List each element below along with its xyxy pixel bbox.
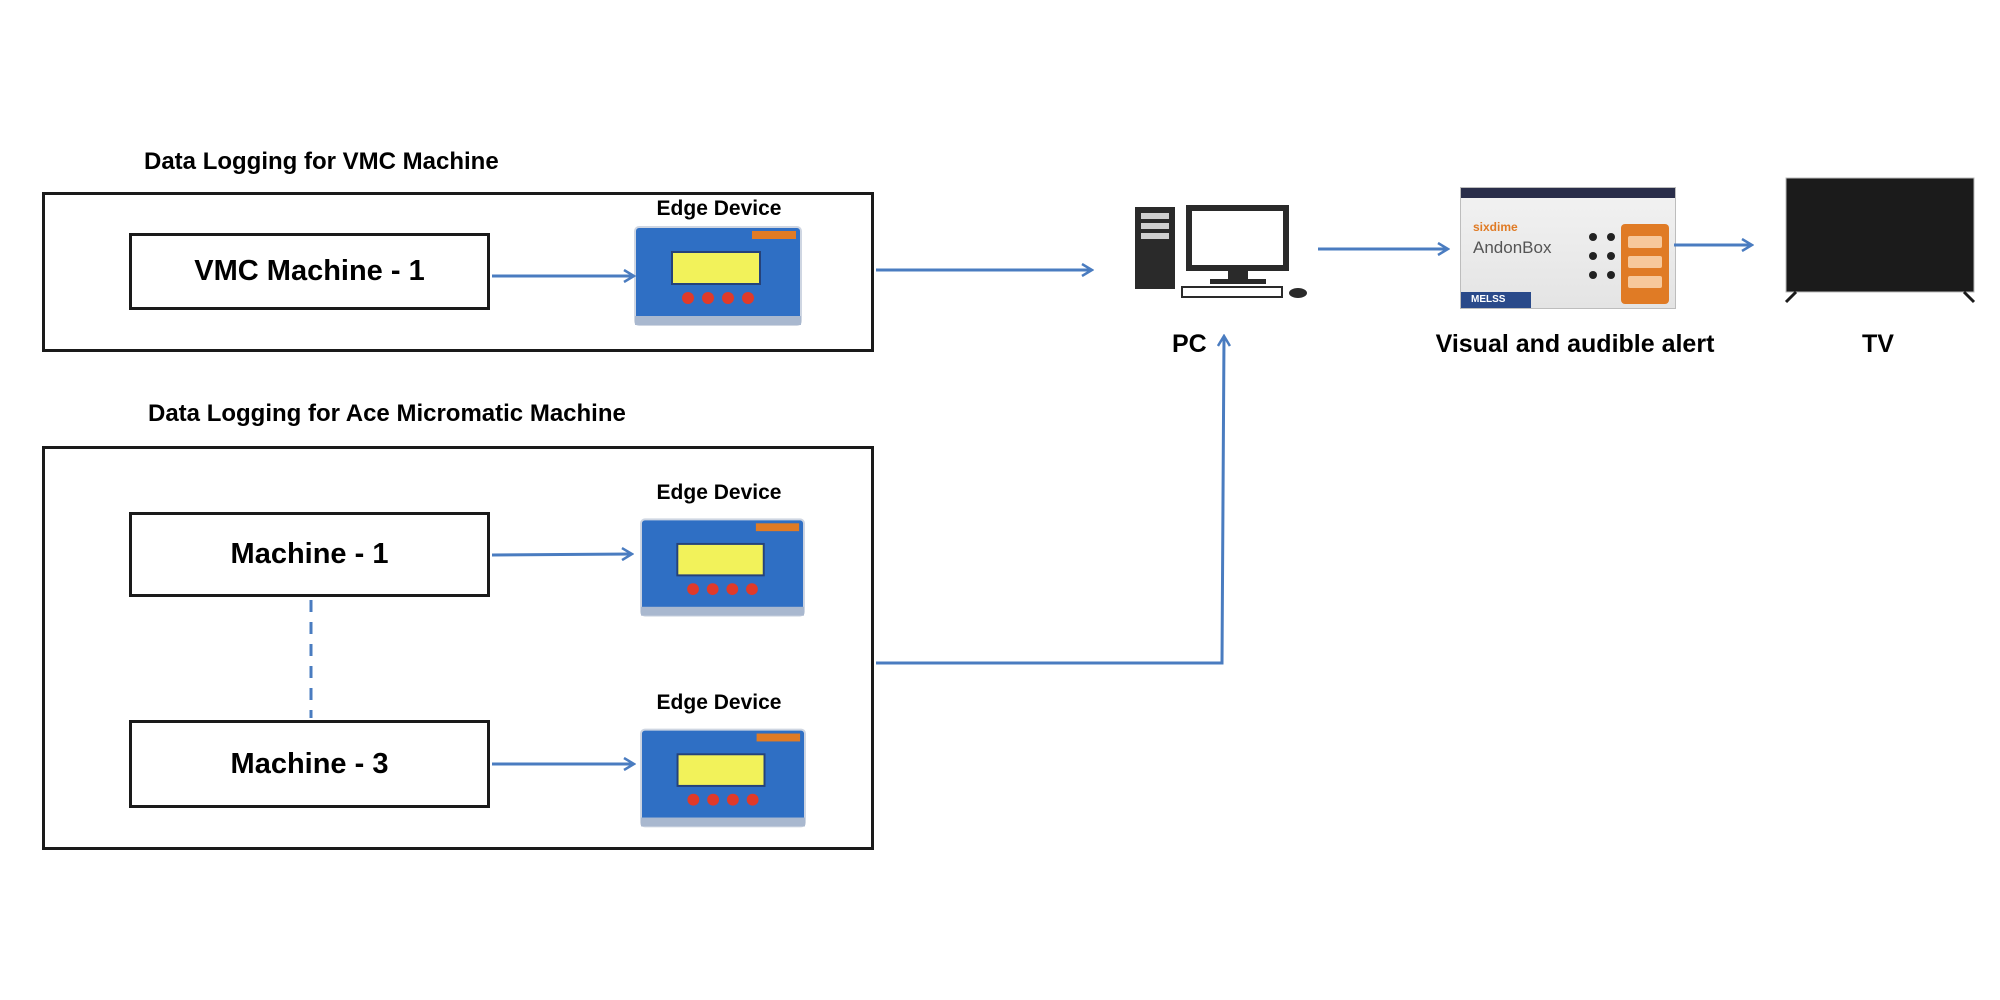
edge-device-label: Edge Device bbox=[656, 691, 782, 714]
pc-label: PC bbox=[1172, 330, 1207, 358]
machine-label: Machine - 3 bbox=[230, 747, 389, 780]
andon-footer: MELSS bbox=[1471, 294, 1506, 305]
andon-brand: sixdime bbox=[1473, 220, 1518, 234]
edge-device-icon bbox=[640, 728, 806, 828]
machine-box-ace-3: Machine - 3 bbox=[129, 720, 490, 808]
arrow-m1-to-edge bbox=[491, 554, 632, 555]
machine-label: Machine - 1 bbox=[230, 538, 389, 570]
group-box-ace bbox=[42, 446, 874, 850]
pc-icon bbox=[1135, 205, 1307, 298]
group-title-vmc: Data Logging for VMC Machine bbox=[144, 148, 499, 175]
machine-box-ace-1: Machine - 1 bbox=[129, 512, 490, 597]
andon-name: AndonBox bbox=[1473, 238, 1552, 257]
group-box-vmc bbox=[42, 192, 874, 352]
machine-label: VMC Machine - 1 bbox=[194, 255, 425, 287]
edge-device-icon bbox=[640, 518, 805, 617]
tv-icon bbox=[1784, 177, 1976, 304]
group-title-ace: Data Logging for Ace Micromatic Machine bbox=[148, 400, 626, 427]
machine-box-vmc-1: VMC Machine - 1 bbox=[129, 233, 490, 310]
alert-label: Visual and audible alert bbox=[1435, 330, 1715, 358]
edge-device-label: Edge Device bbox=[656, 481, 782, 504]
andon-box-icon: sixdime AndonBox MELSS bbox=[1460, 187, 1676, 309]
edge-device-label: Edge Device bbox=[656, 197, 782, 220]
tv-label: TV bbox=[1862, 330, 1894, 358]
edge-device-icon bbox=[634, 226, 802, 326]
arrow-ace-to-pc bbox=[876, 336, 1224, 665]
